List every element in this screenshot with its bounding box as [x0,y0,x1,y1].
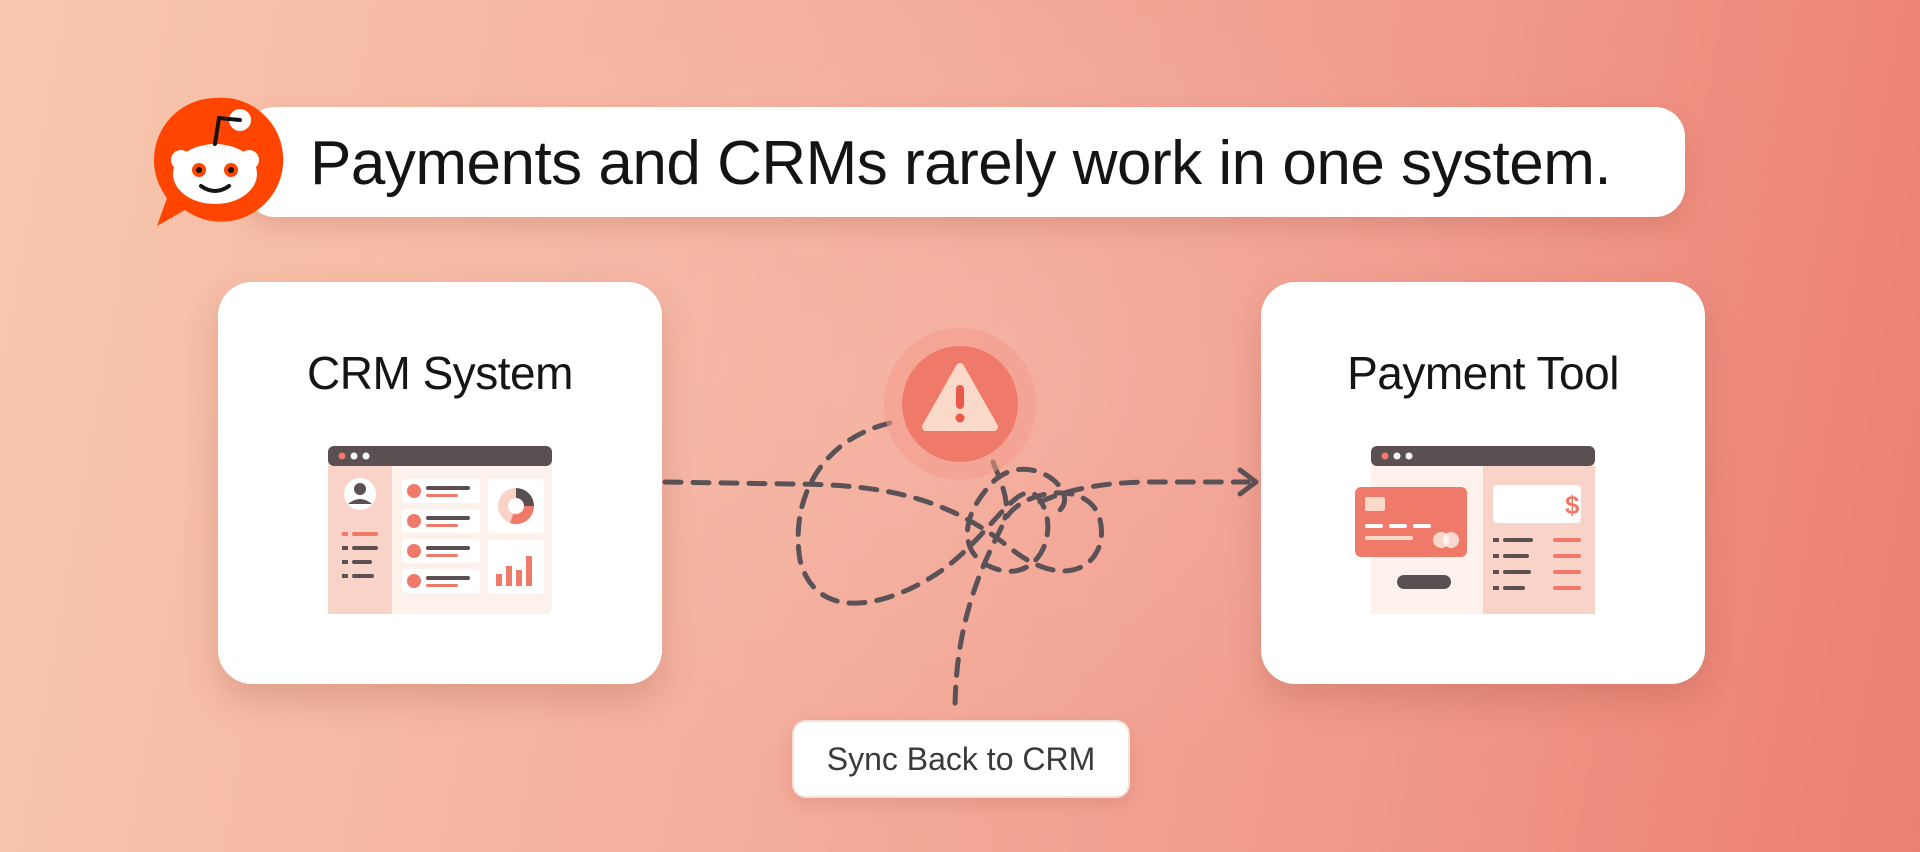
sync-back-label: Sync Back to CRM [792,720,1130,798]
arrowhead-icon [1237,467,1259,497]
connector-tangle-loop [795,420,1068,606]
crm-card-title: CRM System [307,347,573,399]
headline: Payments and CRMs rarely work in one sys… [310,129,1612,198]
connector-payment-line [1037,479,1251,505]
payment-card-title: Payment Tool [1347,347,1619,399]
crm-card: CRM System [218,282,662,684]
reddit-snoo-icon [153,97,284,226]
warning-triangle-icon [884,328,1036,480]
crm-dashboard-icon [328,446,552,614]
svg-text:$: $ [1565,490,1580,520]
headline-bubble [245,107,1685,217]
payment-card: Payment Tool $ [1261,282,1705,684]
connector-crm-line [662,479,1104,715]
payment-card-icon: $ [1355,446,1595,614]
